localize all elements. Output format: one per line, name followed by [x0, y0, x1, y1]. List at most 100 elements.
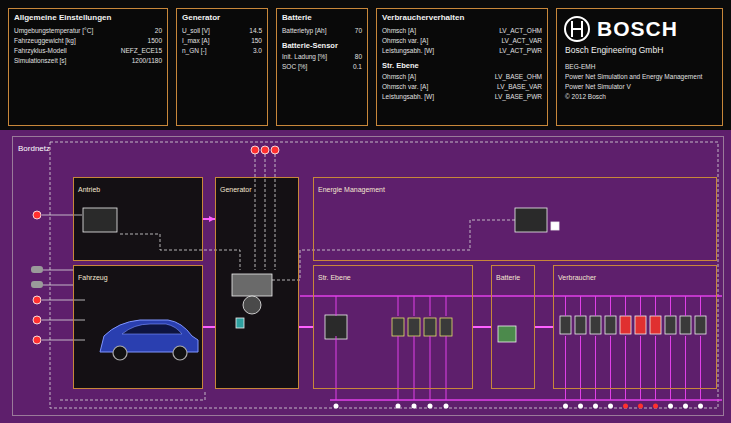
input-port [33, 316, 41, 324]
load-symbol [565, 296, 566, 316]
parameter-name: Ohmsch [A] [382, 27, 434, 34]
load-symbol [580, 336, 581, 400]
load-symbol [638, 404, 643, 409]
block-label: Antrieb [74, 184, 104, 195]
load-symbol [610, 296, 611, 316]
load-symbol [623, 404, 628, 409]
load-symbol [336, 296, 337, 316]
panel-heading: Batterie [282, 13, 362, 22]
parameter-value: 3.0 [249, 47, 262, 54]
input-port [31, 266, 43, 273]
load-symbol [440, 318, 452, 336]
block-fill [215, 177, 299, 389]
power-connector [299, 326, 313, 328]
company-info: Bosch Engineering GmbH [565, 45, 716, 55]
subsystem-box: Batterie [491, 265, 535, 389]
block-label: Str. Ebene [314, 272, 355, 283]
parameter-value: 1500 [121, 37, 162, 44]
company-logo [563, 15, 591, 43]
load-symbol [683, 404, 688, 409]
panel-heading: Generator [182, 13, 262, 22]
signal-frame [275, 154, 276, 270]
signal-frame [272, 220, 515, 280]
load-symbol [430, 336, 431, 400]
parameter-name: I_max [A] [182, 37, 210, 44]
brand-name: BOSCH [597, 15, 716, 43]
signal-frame [50, 142, 718, 408]
load-symbol [398, 296, 399, 316]
vehicle-illustration [100, 320, 198, 360]
load-symbol [428, 404, 433, 409]
parameter-value: 80 [353, 53, 362, 60]
load-symbol [575, 316, 586, 334]
load-symbol [680, 316, 691, 334]
subsystem-block [325, 315, 347, 339]
load-symbol [700, 296, 701, 316]
load-symbol [580, 296, 581, 316]
load-symbol [635, 316, 646, 334]
load-symbol [608, 404, 613, 409]
input-port [33, 211, 41, 219]
load-symbol [392, 318, 404, 336]
load-symbol [670, 296, 671, 316]
power-connector [203, 218, 215, 220]
parameter-name: U_soll [V] [182, 27, 210, 34]
parameter-value: 20 [121, 27, 162, 34]
parameter-value: LV_ACT_OHM [495, 27, 542, 34]
load-symbol [414, 336, 415, 400]
input-wire [43, 270, 73, 271]
signal-frame [265, 154, 266, 270]
power-connector [535, 326, 553, 328]
load-symbol [398, 336, 399, 400]
parameter-value: 14.5 [249, 27, 262, 34]
load-symbol [655, 336, 656, 400]
load-symbol [446, 296, 447, 316]
input-wire [42, 300, 85, 301]
power-bus [300, 296, 722, 400]
subsystem-block [243, 296, 261, 314]
input-port [33, 336, 41, 344]
load-symbol [446, 336, 447, 400]
load-symbol [620, 316, 631, 334]
company-info: © 2012 Bosch [565, 93, 716, 100]
panel-heading: Allgemeine Einstellungen [14, 13, 162, 22]
block-fill [73, 177, 203, 261]
power-connector [203, 326, 215, 328]
input-port [261, 146, 269, 154]
load-symbol [334, 404, 339, 409]
company-info: BEG-EMH [565, 63, 716, 70]
subsystem-box: Str. Ebene [313, 265, 473, 389]
subsystem-box: Energie Management [313, 177, 717, 261]
settings-panel: BatterieBatterietyp [Ah]70Batterie-Senso… [276, 8, 368, 126]
region-title: Bordnetz [13, 141, 55, 156]
company-info: Power Net Simulation and Energy Manageme… [565, 73, 716, 80]
load-symbol [334, 296, 707, 409]
parameter-table: Ohmsch [A]LV_ACT_OHMOhmsch var. [A]LV_AC… [382, 27, 542, 100]
vehicle-illustration [173, 346, 187, 360]
parameter-value: LV_BASE_VAR [495, 83, 542, 90]
parameter-name: Leistungsabh. [W] [382, 47, 434, 54]
load-symbol [640, 296, 641, 316]
block-label: Fahrzeug [74, 272, 112, 283]
block-label: Verbraucher [554, 272, 600, 283]
parameter-value: 150 [249, 37, 262, 44]
load-symbol [593, 404, 598, 409]
load-symbol [414, 296, 415, 316]
load-symbol [695, 316, 706, 334]
vehicle-illustration [113, 346, 127, 360]
load-symbol [700, 336, 701, 400]
load-symbol [698, 404, 703, 409]
input-port [251, 146, 259, 154]
logo-ring [565, 17, 589, 41]
parameter-value: NEFZ_ECE15 [121, 47, 162, 54]
panel-heading: Verbraucherverhalten [382, 13, 542, 22]
load-symbol [430, 296, 431, 316]
power-bus [330, 399, 722, 401]
parameter-name: Fahrzyklus-Modell [14, 47, 93, 54]
settings-panel: VerbraucherverhaltenOhmsch [A] LV_ACT_OHM… [376, 8, 548, 126]
parameter-value: 0.1 [353, 63, 362, 70]
power-connector [473, 326, 491, 328]
parameter-value: 70 [353, 27, 362, 34]
load-symbol [653, 404, 658, 409]
signal-frame [50, 142, 718, 408]
